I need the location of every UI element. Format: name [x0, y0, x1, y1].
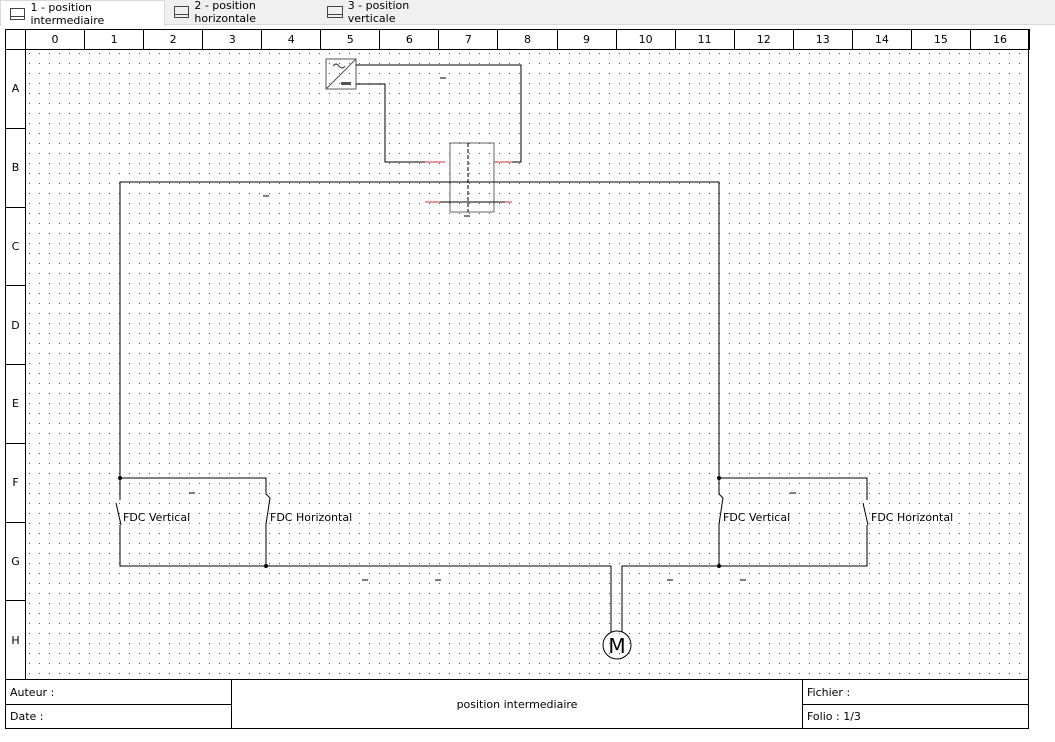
folio-icon — [327, 6, 343, 18]
author-field: Auteur : — [5, 679, 232, 705]
switch-label: FDC Vertical — [123, 511, 191, 524]
folio-icon — [10, 7, 26, 20]
switch-fdc-vertical-left[interactable] — [115, 478, 612, 632]
folio-tabs: 1 - position intermediaire 2 - position … — [0, 0, 1055, 27]
dot-grid — [26, 50, 1029, 679]
switch-label: FDC Horizontal — [871, 511, 954, 524]
switch-fdc-horizontal-right[interactable] — [621, 477, 869, 632]
wire — [356, 83, 435, 163]
motor-label: M — [608, 634, 625, 658]
motor[interactable] — [602, 630, 632, 660]
tab-position-verticale[interactable]: 3 - position verticale — [318, 0, 458, 25]
folio-title: position intermediaire — [231, 679, 803, 729]
wire — [119, 181, 720, 478]
power-supply[interactable] — [325, 58, 357, 90]
switch-fdc-vertical-right[interactable] — [718, 478, 724, 566]
date-field: Date : — [5, 704, 232, 729]
switch-label: FDC Horizontal — [270, 511, 353, 524]
folio-icon — [174, 6, 190, 18]
file-field: Fichier : — [802, 679, 1029, 705]
tab-position-intermediaire[interactable]: 1 - position intermediaire — [0, 0, 165, 27]
tab-position-horizontale[interactable]: 2 - position horizontale — [165, 0, 315, 25]
folio-number: Folio : 1/3 — [802, 704, 1029, 729]
switch-fdc-horizontal-left[interactable] — [120, 477, 271, 566]
switch-label: FDC Vertical — [723, 511, 791, 524]
